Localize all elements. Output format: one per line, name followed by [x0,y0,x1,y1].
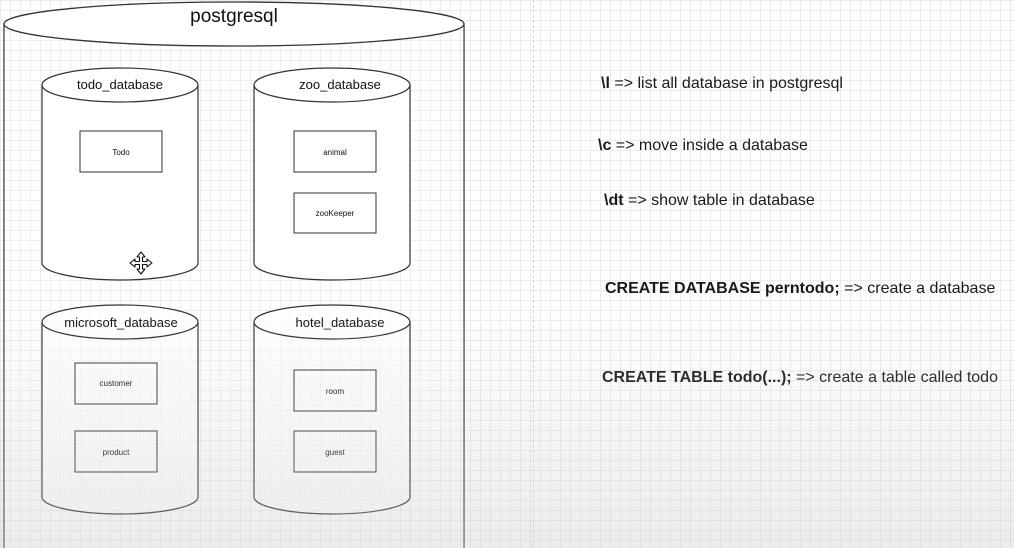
database-cylinder-todo[interactable]: todo_database Todo [41,67,199,281]
database-name: todo_database [77,77,163,92]
table-name: animal [323,148,347,157]
table-box[interactable]: customer [74,362,158,405]
command-description: => create a database [844,280,996,297]
move-cursor-icon [129,251,153,275]
command-description: => move inside a database [615,137,808,154]
table-name: room [326,387,345,396]
database-name: hotel_database [296,315,385,330]
table-name: guest [325,448,345,457]
table-box[interactable]: Todo [79,130,163,173]
table-box[interactable]: animal [293,130,377,173]
command-note-create-database: CREATE DATABASE perntodo; => create a da… [605,280,995,298]
database-name: microsoft_database [64,315,177,330]
server-title: postgresql [190,6,278,27]
command-description: => create a table called todo [796,369,998,386]
command-code: \l [601,75,610,92]
command-code: \c [598,137,612,154]
command-code: CREATE DATABASE perntodo; [605,280,840,297]
table-name: product [103,448,130,457]
table-box[interactable]: zooKeeper [293,192,377,234]
table-box[interactable]: room [293,369,377,412]
database-cylinder-zoo[interactable]: zoo_database animal zooKeeper [253,67,411,281]
table-name: Todo [112,148,130,157]
command-note-create-table: CREATE TABLE todo(...); => create a tabl… [602,369,998,387]
database-name: zoo_database [299,77,381,92]
table-name: zooKeeper [316,209,355,218]
table-name: customer [100,379,133,388]
command-note-connect: \c => move inside a database [598,137,808,155]
command-note-show-tables: \dt => show table in database [604,192,815,210]
canvas-divider [533,0,534,548]
command-description: => list all database in postgresql [614,75,843,92]
command-code: \dt [604,192,624,209]
database-cylinder-hotel[interactable]: hotel_database room guest [253,304,411,515]
database-cylinder-microsoft[interactable]: microsoft_database customer product [41,304,199,515]
table-box[interactable]: product [74,430,158,473]
command-note-list-databases: \l => list all database in postgresql [601,75,843,93]
postgresql-diagram: postgresql todo_database Todo zoo_databa… [3,1,465,548]
command-code: CREATE TABLE todo(...); [602,369,792,386]
table-box[interactable]: guest [293,430,377,473]
command-description: => show table in database [628,192,815,209]
